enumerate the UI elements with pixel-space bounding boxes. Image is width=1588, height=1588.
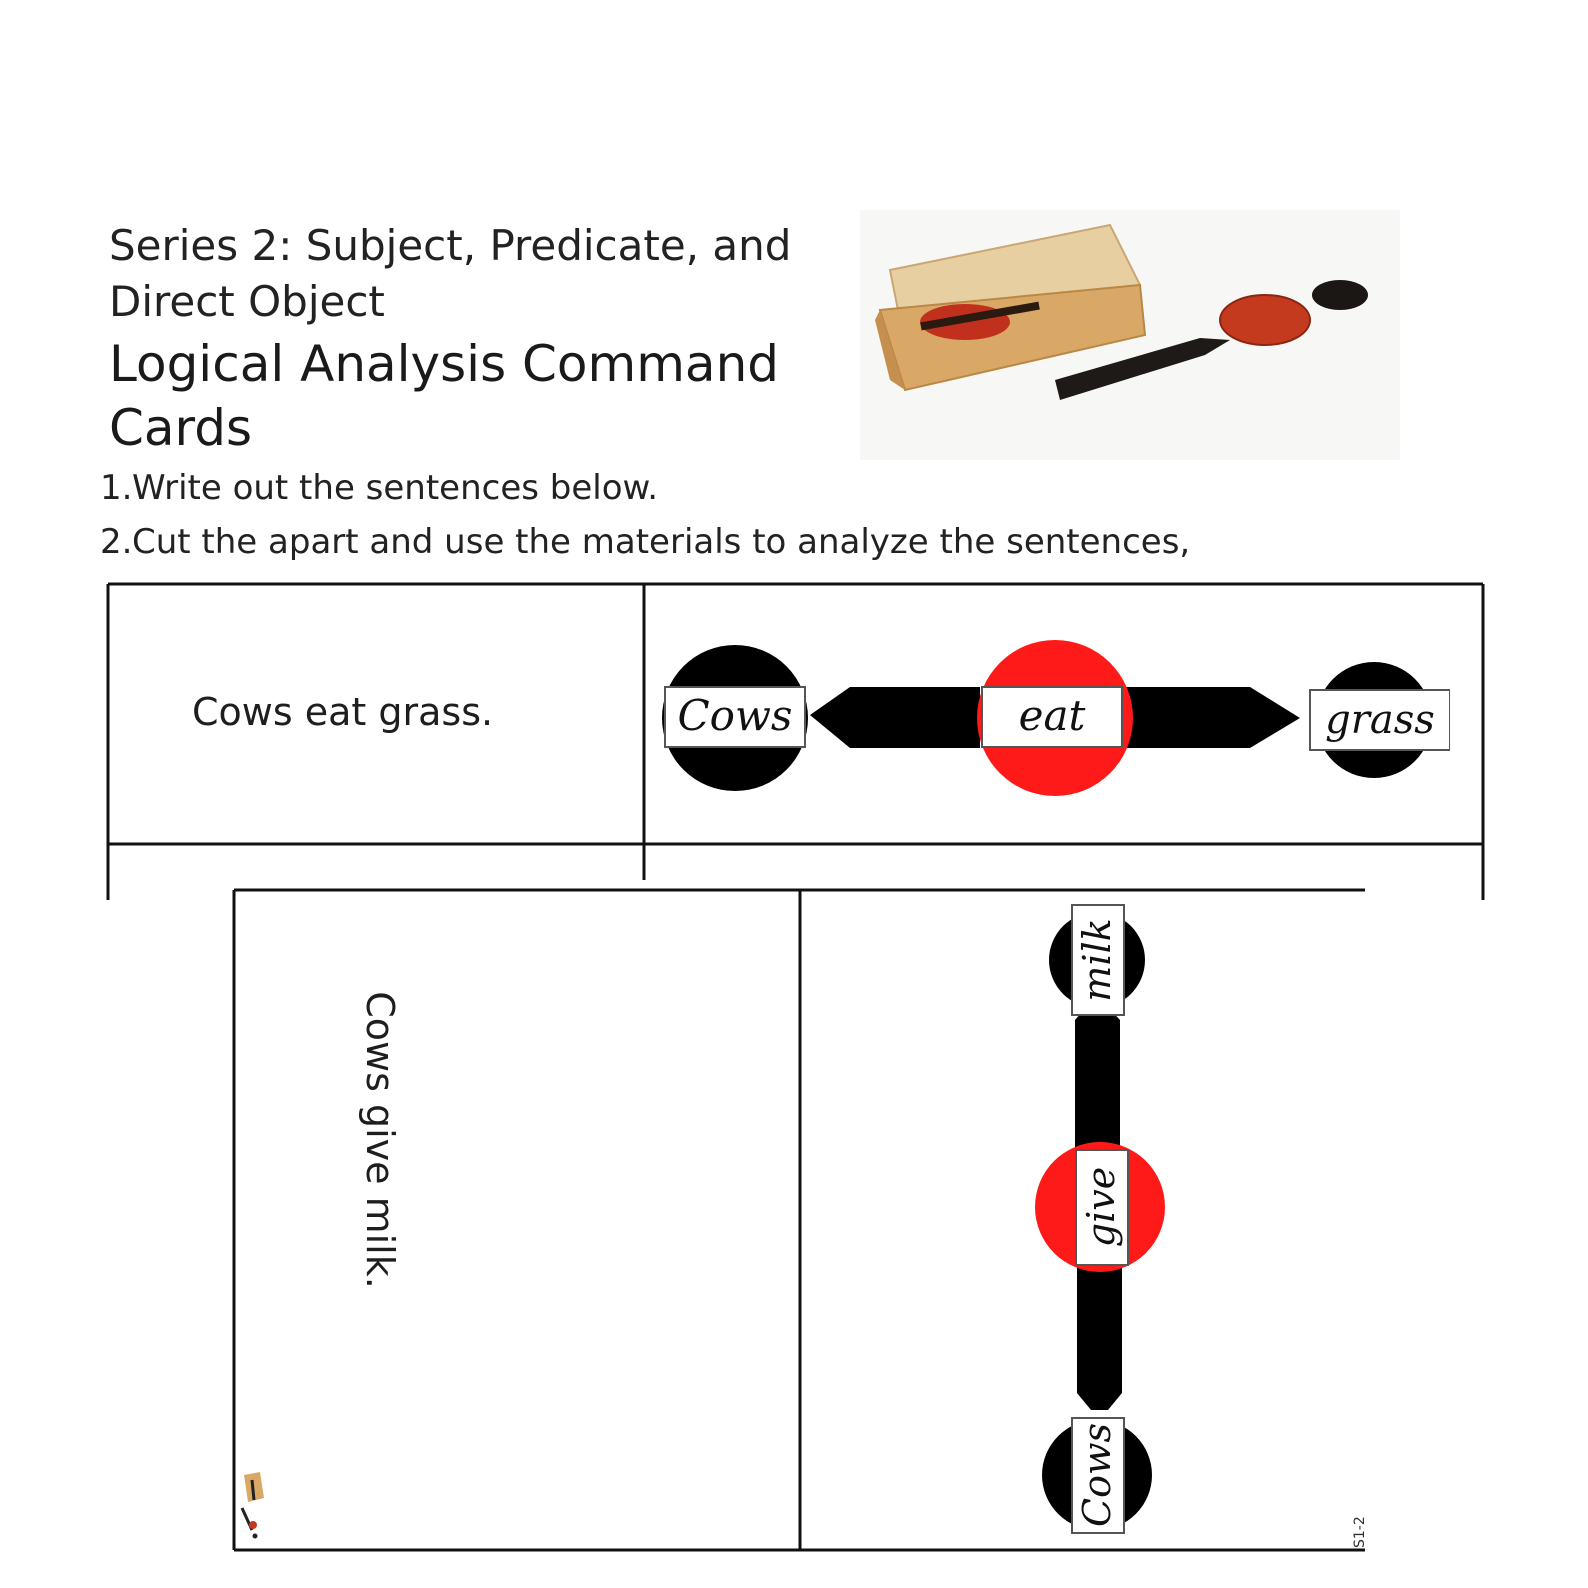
- card-1-subject: Cows: [678, 691, 793, 740]
- card-2-sentence: Cows give milk.: [358, 991, 402, 1289]
- materials-photo: [860, 210, 1400, 460]
- card-code: S1-2: [1352, 1516, 1368, 1548]
- page-title: Logical Analysis Command Cards: [109, 335, 779, 457]
- arrow-down-icon: [1077, 1265, 1122, 1410]
- series-title: Series 2: Subject, Predicate, and Direct…: [109, 221, 792, 326]
- card-1-sentence: Cows eat grass.: [192, 690, 494, 734]
- instruction-2: 2.Cut the apart and use the materials to…: [100, 522, 1191, 562]
- instruction-1: 1.Write out the sentences below.: [100, 468, 659, 508]
- arrow-up-icon: [1075, 1007, 1120, 1150]
- card-1-predicate: eat: [1019, 691, 1086, 740]
- card-2-subject: Cows: [1075, 1423, 1119, 1527]
- card-2-object: milk: [1075, 918, 1119, 1001]
- card-2-predicate: give: [1079, 1167, 1123, 1247]
- card-1-object: grass: [1325, 697, 1435, 743]
- arrow-right-icon: [1110, 687, 1300, 748]
- arrow-left-icon: [810, 687, 980, 748]
- card-2-diagram: milk give Cows: [1035, 904, 1165, 1534]
- card-1-diagram: Cows eat grass: [662, 640, 1450, 796]
- materials-logo-icon: [240, 1472, 264, 1539]
